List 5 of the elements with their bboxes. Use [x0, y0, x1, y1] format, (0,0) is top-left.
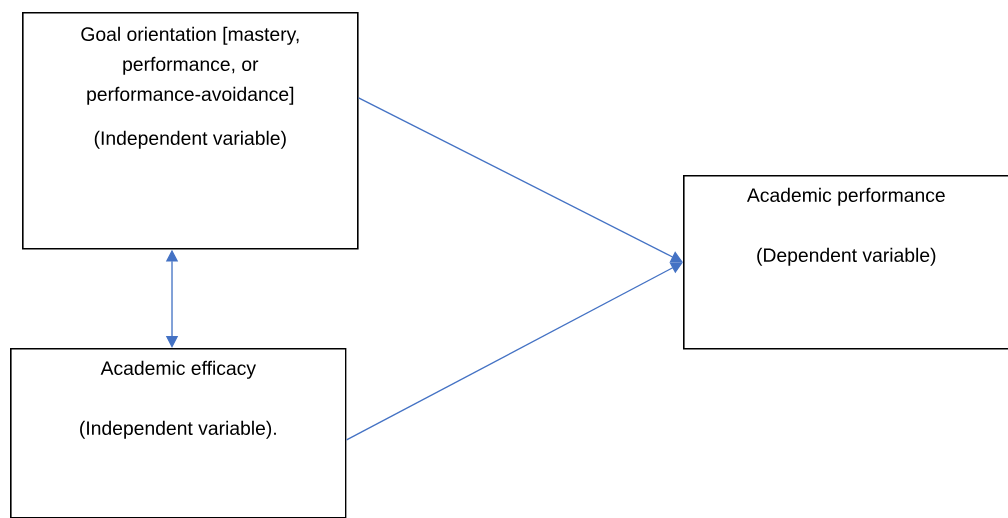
text-box: Academic performance (Dependent variable): [683, 175, 1008, 350]
arrow: [357, 97, 683, 263]
text-box: Goal orientation [mastery, performance, or performance-avoidance] (Independent variable): [22, 12, 359, 250]
text-box: Academic efficacy (Independent variable).: [10, 348, 347, 518]
arrow: [345, 262, 683, 441]
